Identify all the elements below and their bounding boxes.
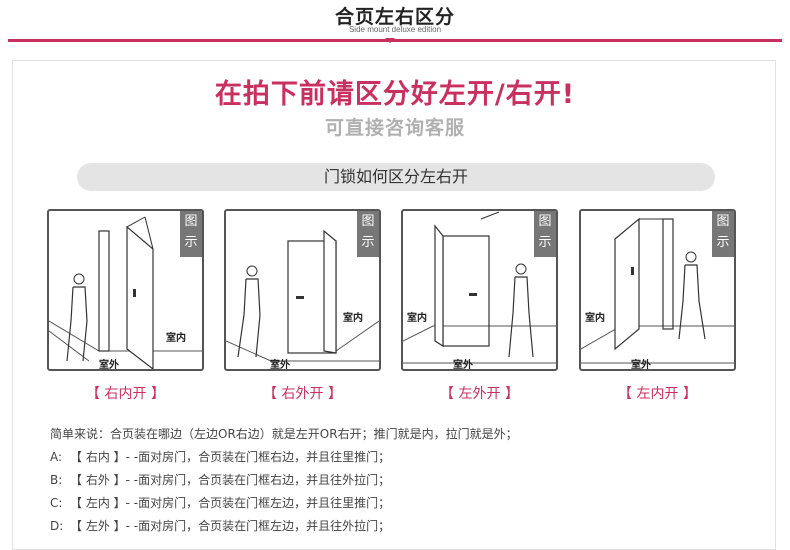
diagram-badge: 图示 <box>712 211 734 257</box>
note-line-d: D: 【 左外 】- -面对房门，合页装在门框左边，并且往外拉门； <box>50 515 518 538</box>
note-label: A: <box>50 450 63 464</box>
note-line-a: A: 【 右内 】- -面对房门，合页装在门框右边，并且往里推门； <box>50 446 518 469</box>
inside-label: 室内 <box>343 313 363 324</box>
note-line-b: B: 【 右外 】- -面对房门，合页装在门框右边，并且往外拉门； <box>50 469 518 492</box>
door-right-outward-illustration <box>226 229 379 362</box>
inside-label: 室内 <box>585 313 605 324</box>
note-line-c: C: 【 左内 】- -面对房门，合页装在门框左边，并且往里推门； <box>50 492 518 515</box>
note-label: C: <box>50 496 63 510</box>
notes-intro: 简单来说：合页装在哪边（左边OR右边）就是左开OR右开；推门就是内，拉门就是外； <box>50 427 518 441</box>
note-text: 【 左外 】- -面对房门，合页装在门框左边，并且往外拉门； <box>70 519 391 533</box>
caption-left-outward: 【 左外开 】 <box>440 386 519 402</box>
outside-label: 室外 <box>631 360 651 371</box>
main-subtitle: 可直接咨询客服 <box>324 117 465 139</box>
outside-label: 室外 <box>453 360 473 371</box>
header: 合页左右区分 Side mount deluxe edition <box>0 0 790 48</box>
door-right-inward-illustration <box>49 216 202 369</box>
caption-right-inward: 【 右内开 】 <box>86 386 165 402</box>
header-notch <box>385 38 395 43</box>
outside-label: 室外 <box>270 360 290 371</box>
diagram-right-outward: 图示 室内 室外 <box>224 209 381 371</box>
diagram-right-inward: 图示 室内 室外 <box>47 209 204 371</box>
inside-label: 室内 <box>407 313 427 324</box>
door-left-inward-illustration <box>581 217 734 364</box>
diagram-badge: 图示 <box>180 211 202 257</box>
header-divider <box>8 39 782 42</box>
diagram-badge: 图示 <box>357 211 379 257</box>
note-text: 【 右外 】- -面对房门，合页装在门框右边，并且往外拉门； <box>70 473 391 487</box>
explanation-notes: 简单来说：合页装在哪边（左边OR右边）就是左开OR右开；推门就是内，拉门就是外；… <box>50 423 518 538</box>
caption-right-outward: 【 右外开 】 <box>263 386 342 402</box>
header-subtitle: Side mount deluxe edition <box>348 25 442 34</box>
note-label: B: <box>50 473 63 487</box>
diagram-left-outward: 图示 室内 室外 <box>401 209 558 371</box>
note-text: 【 左内 】- -面对房门，合页装在门框左边，并且往里推门； <box>70 496 391 510</box>
note-label: D: <box>50 519 64 533</box>
main-title: 在拍下前请区分好左开/右开! <box>214 79 576 110</box>
inside-label: 室内 <box>166 333 186 344</box>
note-text: 【 右内 】- -面对房门，合页装在门框右边，并且往里推门； <box>70 450 391 464</box>
caption-left-inward: 【 左内开 】 <box>618 386 697 402</box>
header-title: 合页左右区分 <box>334 6 455 28</box>
door-left-outward-illustration <box>403 211 556 364</box>
diagram-badge: 图示 <box>534 211 556 257</box>
outside-label: 室外 <box>99 360 119 371</box>
diagram-left-inward: 图示 室内 室外 <box>579 209 736 371</box>
section-pill: 门锁如何区分左右开 <box>77 163 715 191</box>
